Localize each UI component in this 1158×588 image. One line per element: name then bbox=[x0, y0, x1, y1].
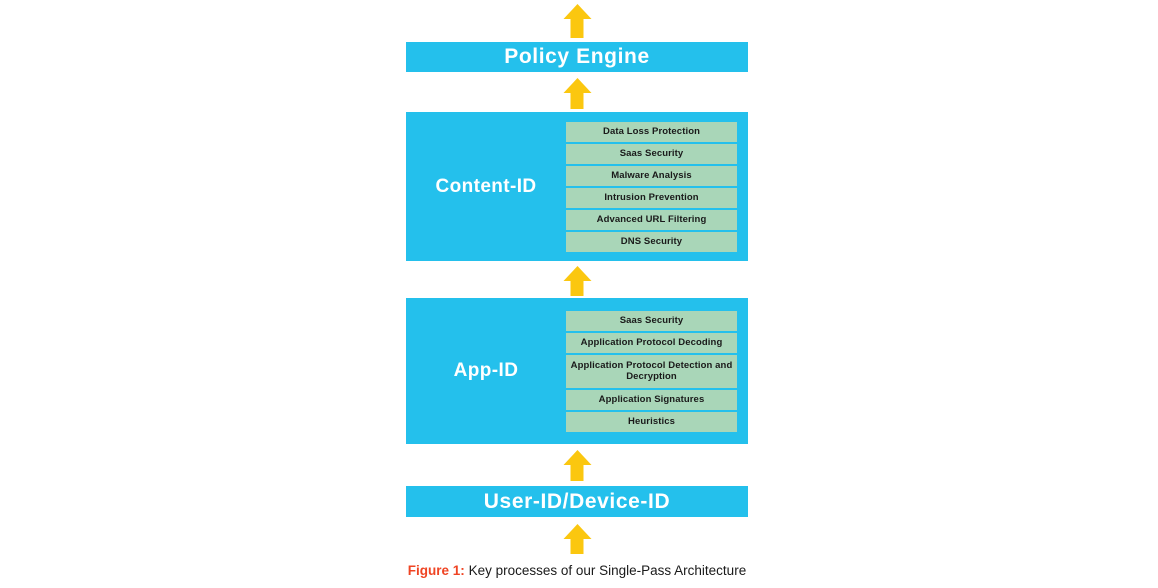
user-device-id-label: User-ID/Device-ID bbox=[483, 489, 671, 513]
list-item: Saas Security bbox=[566, 143, 737, 164]
figure-caption-prefix: Figure 1: bbox=[407, 563, 465, 578]
list-item: Heuristics bbox=[566, 411, 737, 432]
list-item: Application Protocol Decoding bbox=[566, 332, 737, 353]
single-pass-architecture-diagram: Policy Engine Content-ID Data Loss Prote… bbox=[406, 0, 748, 588]
list-item: Application Signatures bbox=[566, 389, 737, 410]
list-item: Application Protocol Detection and Decry… bbox=[566, 354, 737, 388]
policy-engine-label: Policy Engine bbox=[504, 45, 650, 68]
app-id-label: App-ID bbox=[453, 360, 519, 381]
user-device-id-block: User-ID/Device-ID bbox=[406, 486, 748, 517]
list-item: Data Loss Protection bbox=[566, 121, 737, 142]
policy-engine-block: Policy Engine bbox=[406, 42, 748, 72]
list-item: Saas Security bbox=[566, 310, 737, 331]
list-item: Intrusion Prevention bbox=[566, 187, 737, 208]
app-id-block: App-ID Saas Security Application Protoco… bbox=[406, 298, 748, 444]
app-id-items: Saas Security Application Protocol Decod… bbox=[566, 298, 737, 444]
content-id-block: Content-ID Data Loss Protection Saas Sec… bbox=[406, 112, 748, 261]
arrow-up-icon bbox=[563, 78, 592, 109]
arrow-up-icon bbox=[563, 4, 592, 38]
list-item: Advanced URL Filtering bbox=[566, 209, 737, 230]
figure-caption-text: Key processes of our Single-Pass Archite… bbox=[464, 563, 747, 578]
content-id-label: Content-ID bbox=[435, 175, 537, 197]
content-id-items: Data Loss Protection Saas Security Malwa… bbox=[566, 112, 737, 261]
list-item: DNS Security bbox=[566, 231, 737, 252]
arrow-up-icon bbox=[563, 450, 592, 481]
arrow-up-icon bbox=[563, 266, 592, 296]
list-item: Malware Analysis bbox=[566, 165, 737, 186]
figure-caption: Figure 1: Key processes of our Single-Pa… bbox=[406, 563, 748, 578]
arrow-up-icon bbox=[563, 524, 592, 554]
